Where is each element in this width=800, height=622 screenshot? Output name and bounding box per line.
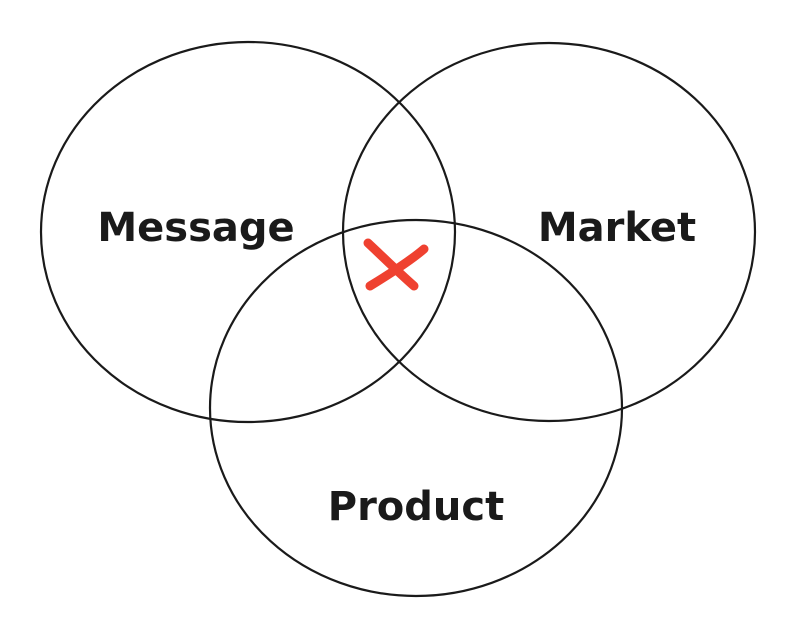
label-product: Product: [328, 484, 504, 530]
circle-message: [39, 40, 457, 424]
x-mark-stroke-1: [363, 238, 419, 291]
label-message: Message: [97, 205, 294, 251]
venn-labels: Message Market Product: [97, 205, 696, 530]
label-market: Market: [538, 205, 696, 251]
x-mark-icon: [363, 238, 429, 291]
x-mark-stroke-2: [365, 244, 429, 291]
circle-product: [208, 218, 624, 598]
venn-circles: [39, 40, 757, 598]
